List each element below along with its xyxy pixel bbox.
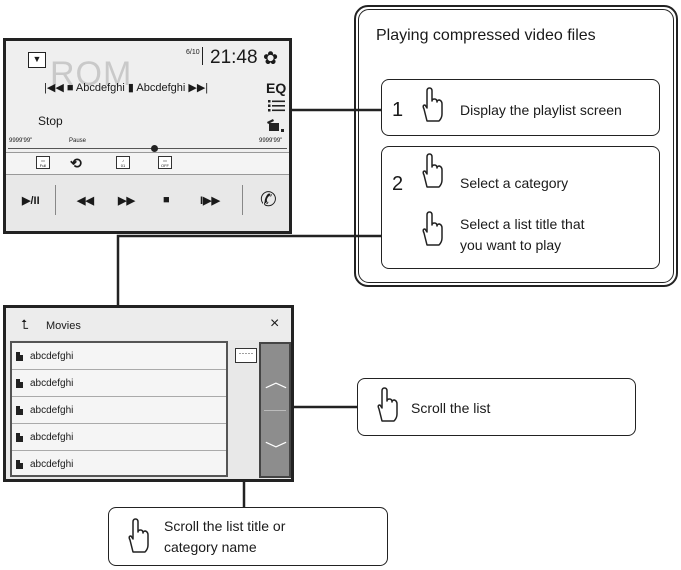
playlist-icon[interactable]	[268, 99, 286, 113]
transport-controls: ▶/II ◀◀ ▶▶ ■ I▶▶ ✆	[6, 174, 289, 231]
playlist-title: Movies	[46, 320, 81, 332]
file-icon	[16, 352, 23, 361]
clock: 21:48	[210, 47, 258, 68]
list-item-label: abcdefghi	[30, 459, 74, 470]
touch-hand-icon	[377, 387, 398, 422]
play-pause-button[interactable]: ▶/II	[22, 195, 40, 207]
now-playing-area: ROM ▼ 6/10 21:48 ✿ |◀◀ ■ Abcdefghi ▮ Abc…	[6, 41, 289, 151]
source-watermark: ROM	[50, 55, 133, 93]
step-2-select-title-line2: you want to play	[460, 237, 562, 253]
fast-forward-button[interactable]: ▶▶	[118, 195, 135, 207]
touch-hand-icon	[128, 518, 149, 553]
scroll-title-note	[108, 507, 388, 566]
scroll-list-text: Scroll the list	[411, 400, 491, 416]
steps-title: Playing compressed video files	[376, 27, 596, 44]
file-icon	[16, 379, 23, 388]
remaining-time: 9999'99"	[259, 138, 283, 144]
player-screen: ROM ▼ 6/10 21:48 ✿ |◀◀ ■ Abcdefghi ▮ Abc…	[3, 38, 292, 234]
scroll-title-button[interactable]: ·····	[235, 348, 257, 363]
list-item[interactable]: abcdefghi	[12, 451, 226, 478]
touch-hand-icon	[422, 211, 443, 246]
scroll-title-text-line1: Scroll the list title or	[164, 518, 286, 534]
eq-button[interactable]: EQ	[266, 80, 287, 96]
mode-row: ▭Full ⟲ ♪01 ▭OFF	[6, 152, 289, 174]
step-2-select-category: Select a category	[460, 175, 569, 191]
step-2-box	[381, 146, 660, 269]
steps-frame	[354, 5, 678, 287]
collapse-button[interactable]: ▼	[28, 52, 46, 68]
chevron-down-icon[interactable]: ﹀	[264, 442, 288, 459]
file-icon	[16, 433, 23, 442]
scroll-divider	[264, 410, 286, 411]
playlist-list[interactable]: abcdefghi abcdefghi abcdefghi abcdefghi …	[10, 341, 228, 477]
list-item[interactable]: abcdefghi	[12, 370, 226, 397]
playback-status: Stop	[38, 114, 63, 128]
back-icon[interactable]: ⮤	[21, 317, 29, 332]
progress-bar[interactable]	[8, 148, 287, 149]
list-item[interactable]: abcdefghi	[12, 397, 226, 424]
subtitle-button[interactable]: ▭OFF	[158, 156, 172, 169]
playlist-screen: ⮤ Movies × abcdefghi abcdefghi abcdefghi…	[3, 305, 294, 482]
list-item[interactable]: abcdefghi	[12, 424, 226, 451]
clock-divider	[202, 47, 203, 65]
list-item-label: abcdefghi	[30, 405, 74, 416]
elapsed-time: 9999'99"	[9, 138, 33, 144]
touch-hand-icon	[422, 153, 443, 188]
steps-frame-inner	[358, 9, 674, 283]
step-1-text: Display the playlist screen	[460, 102, 622, 118]
audio-button[interactable]: ♪01	[116, 156, 130, 169]
pause-label: Pause	[69, 138, 87, 144]
close-icon[interactable]: ×	[270, 315, 280, 332]
rewind-button[interactable]: ◀◀	[77, 195, 94, 207]
chevron-up-icon[interactable]: ︿	[264, 374, 288, 391]
divider	[242, 185, 243, 215]
track-count: 6/10	[186, 49, 200, 56]
list-item-label: abcdefghi	[30, 378, 74, 389]
file-icon	[16, 406, 23, 415]
step-1-number: 1	[392, 99, 404, 121]
gear-icon[interactable]: ✿	[263, 48, 279, 68]
progress-row: 9999'99" Pause 9999'99"	[6, 138, 289, 152]
screen-mode-button[interactable]: ▭Full	[36, 156, 50, 169]
track-info: |◀◀ ■ Abcdefghi ▮ Abcdefghi ▶▶|	[44, 82, 209, 94]
divider	[55, 185, 56, 215]
progress-handle[interactable]	[151, 145, 158, 152]
step-2-select-title-line1: Select a list title that	[460, 216, 585, 232]
slow-motion-button[interactable]: I▶▶	[200, 195, 220, 207]
list-item-label: abcdefghi	[30, 351, 74, 362]
list-item[interactable]: abcdefghi	[12, 343, 226, 370]
playlist-header: ⮤ Movies ×	[6, 308, 291, 340]
source-icon[interactable]	[265, 117, 287, 133]
scroll-bar[interactable]: ︿ ﹀	[259, 342, 291, 478]
file-icon	[16, 460, 23, 469]
scroll-list-note	[357, 378, 636, 436]
repeat-icon[interactable]: ⟲	[70, 155, 82, 171]
touch-hand-icon	[422, 87, 443, 122]
phone-icon[interactable]: ✆	[260, 189, 277, 211]
list-item-label: abcdefghi	[30, 432, 74, 443]
step-2-number: 2	[392, 173, 404, 195]
stop-button[interactable]: ■	[163, 194, 170, 206]
scroll-title-text-line2: category name	[164, 539, 257, 555]
